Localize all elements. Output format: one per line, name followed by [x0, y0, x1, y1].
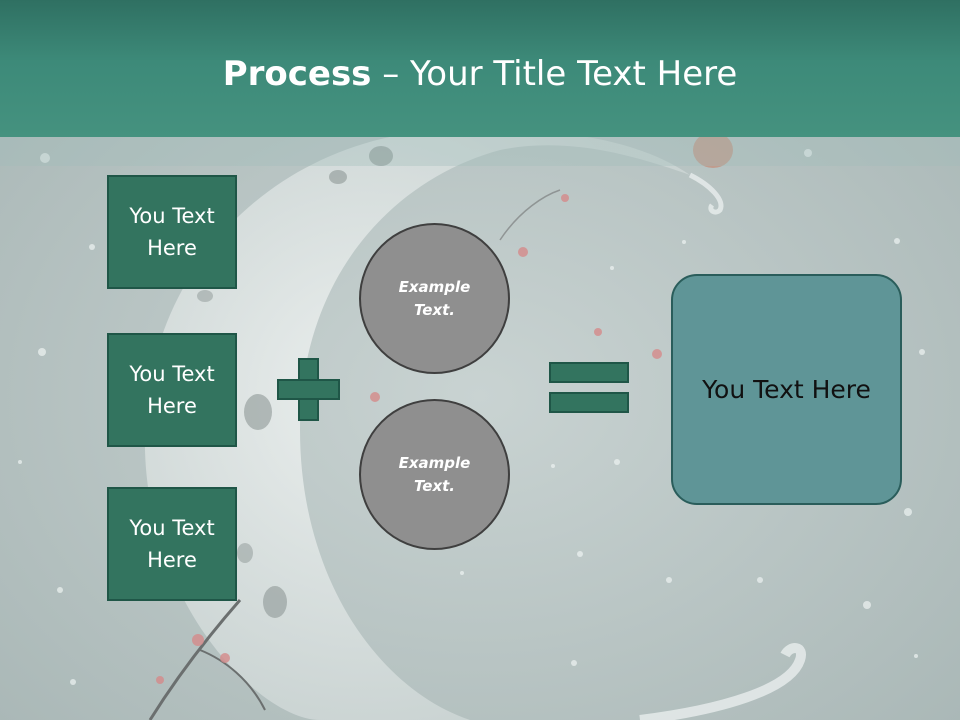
equals-icon — [549, 362, 629, 414]
input-box-1: You Text Here — [107, 175, 237, 289]
title-bold: Process — [222, 54, 372, 94]
example-circle-2: Example Text. — [359, 399, 510, 550]
plus-icon — [277, 358, 340, 421]
input-box-2: You Text Here — [107, 333, 237, 447]
result-box: You Text Here — [671, 274, 902, 505]
title-bar — [0, 0, 960, 137]
input-box-3: You Text Here — [107, 487, 237, 601]
example-circle-1: Example Text. — [359, 223, 510, 374]
title-rest: – Your Title Text Here — [371, 54, 738, 94]
slide-title: Process – Your Title Text Here — [0, 52, 960, 96]
header-strip — [0, 137, 960, 166]
